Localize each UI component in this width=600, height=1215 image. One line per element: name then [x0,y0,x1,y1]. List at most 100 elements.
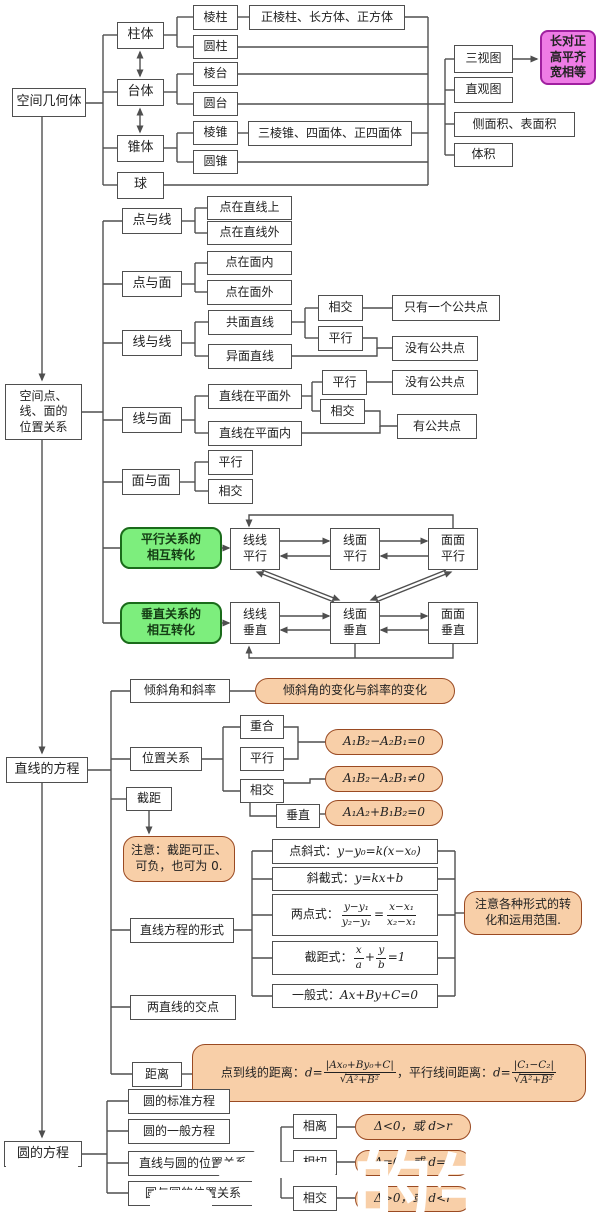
watermark-blob [150,1190,212,1212]
box-line-plane-perp: 线面垂直 [330,602,380,644]
box-distance: 距离 [132,1062,182,1087]
box-separate: 相离 [293,1114,337,1139]
box-intuitive-diagram: 直观图 [454,77,513,103]
connector-97 [245,644,454,659]
connector-87 [245,514,454,528]
box-perpendicular: 垂直 [276,804,320,828]
box-intersect-4: 相交 [240,779,284,803]
form-general: 一般式：Ax+By+C=0 [272,984,438,1008]
box-one-common-point: 只有一个公共点 [392,295,500,321]
watermark-dash [6,1166,78,1174]
formula-perp: A₁A₂+B₁B₂=0 [325,800,443,826]
connector-89 [255,571,335,603]
box-line-in-plane: 直线在平面内 [208,421,302,446]
box-coincide: 重合 [240,715,284,739]
box-intersect-3: 相交 [208,479,253,504]
box-view-rule: 长对正高平齐宽相等 [540,30,596,85]
connector-65 [363,337,392,349]
box-sphere: 球 [117,172,164,199]
box-space-relations: 空间点、线、面的位置关系 [5,384,82,440]
watermark-char: 的 [352,1143,432,1215]
box-space-solids: 空间几何体 [12,88,86,117]
box-line-line: 线与线 [122,330,182,356]
box-point-plane: 点与面 [122,271,182,297]
note-slope-change: 倾斜角的变化与斜率的变化 [255,678,455,704]
box-has-common-point: 有公共点 [397,414,477,439]
box-circle-general: 圆的一般方程 [128,1119,230,1144]
box-parallel-2: 平行 [322,370,367,395]
cond-tangent: Δ=0，或 d=r [355,1150,471,1176]
formula-intersect: A₁B₂−A₂B₁≠0 [325,766,443,792]
box-parallel-transform: 平行关系的相互转化 [120,527,222,569]
box-parallel-1: 平行 [318,326,363,351]
connector-112 [284,726,299,760]
box-no-common-point-1: 没有公共点 [392,336,478,361]
box-prism-examples: 正棱柱、长方体、正方体 [249,5,405,30]
form-point-slope: 点斜式：y−y₀=k(x−x₀) [272,839,438,864]
watermark-char: 生 [430,1145,510,1215]
connector-91 [375,571,453,603]
box-coplanar-lines: 共面直线 [208,310,292,335]
box-intersect-2: 相交 [320,399,365,424]
box-circle-standard: 圆的标准方程 [128,1089,230,1114]
box-line-outside-plane: 直线在平面外 [208,384,302,409]
box-volume: 体积 [454,143,513,167]
box-skew-lines: 异面直线 [208,344,292,369]
box-point-in-plane: 点在面内 [207,251,292,275]
connector-76 [365,410,397,427]
box-plane-plane: 面与面 [122,469,180,495]
box-point-on-line: 点在直线上 [207,196,292,220]
cond-separate: Δ<0，或 d>r [355,1114,471,1140]
box-perp-transform: 垂直关系的相互转化 [120,602,222,644]
box-point-off-line: 点在直线外 [207,221,292,245]
box-point-line: 点与线 [122,208,182,234]
box-line-plane-parallel: 线面平行 [330,528,380,570]
box-three-views: 三视图 [454,45,513,73]
box-circular-frustum: 圆台 [193,92,238,116]
box-plane-plane-parallel: 面面平行 [428,528,478,570]
box-circular-cone: 圆锥 [193,150,238,174]
box-prism-frustum: 棱台 [193,62,238,86]
box-intersect-1: 相交 [318,295,363,321]
box-position-relation: 位置关系 [130,747,202,771]
box-point-out-plane: 点在面外 [207,280,292,305]
form-slope-intercept: 斜截式：y=kx+b [272,867,438,891]
box-parallel-3: 平行 [208,450,253,475]
box-circle-equation: 圆的方程 [4,1141,82,1167]
connector-77 [302,426,381,434]
box-circular-cylinder: 圆柱 [193,35,238,59]
box-line-plane: 线与面 [122,407,182,433]
box-prism: 棱柱 [193,5,238,30]
connector-90 [369,569,447,601]
box-plane-plane-perp: 面面垂直 [428,602,478,644]
box-slope-angle: 倾斜角和斜率 [130,679,230,703]
box-line-line-parallel: 线线平行 [230,528,280,570]
box-line-equation: 直线的方程 [6,757,88,783]
formula-parallel: A₁B₂−A₂B₁=0 [325,729,443,755]
cond-intersect: Δ>0，或 d<r [355,1186,471,1212]
box-surface-area: 侧面积、表面积 [454,112,575,137]
box-pyramid: 棱锥 [193,121,238,145]
box-equation-forms: 直线方程的形式 [130,918,234,943]
box-two-line-intersection: 两直线的交点 [130,995,236,1020]
box-intercept: 截距 [126,787,172,811]
note-forms: 注意各种形式的转化和运用范围. [464,891,582,935]
connector-115 [249,803,276,817]
box-frustum-bodies: 台体 [117,79,164,106]
box-pyramid-examples: 三棱锥、四面体、正四面体 [248,121,412,146]
box-cylinder-bodies: 柱体 [117,22,164,49]
connector-114 [284,778,325,784]
watermark-blob [218,1162,336,1178]
watermark-blob [252,1150,272,1212]
box-line-line-perp: 线线垂直 [230,602,280,644]
box-intersect-5: 相交 [293,1186,337,1211]
formula-distance: 点到线的距离：d=|Ax₀+By₀+C|√A²+B²，平行线间距离：d=|C₁−… [192,1044,586,1102]
box-cone-bodies: 锥体 [117,135,164,162]
connector-66 [292,348,378,357]
note-intercept: 注意：截距可正、可负，也可为 0. [123,836,235,882]
box-parallel-4: 平行 [240,747,284,771]
connector-88 [261,569,341,601]
